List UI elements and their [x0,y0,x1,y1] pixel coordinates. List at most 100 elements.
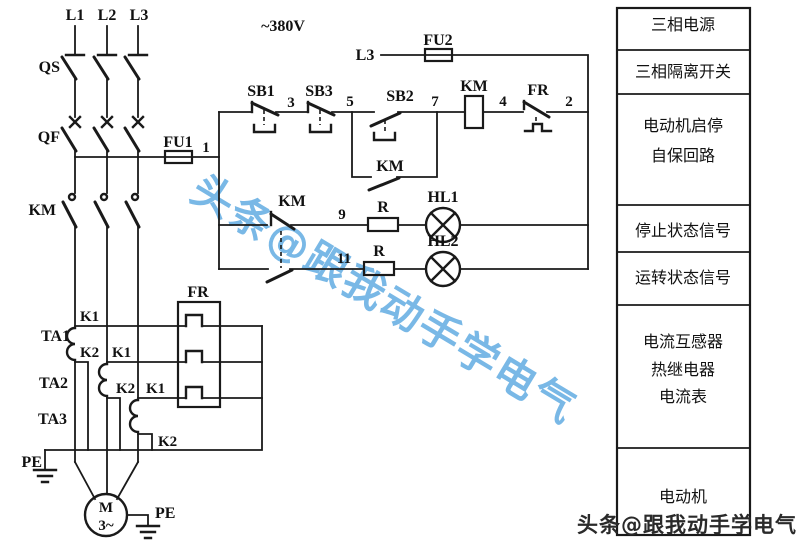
qs-blades [60,55,141,81]
km-main-blades [61,200,141,229]
terminal-7: 7 [431,94,439,110]
km-coil: KM [460,78,488,130]
label-ta1-k2: K2 [80,345,99,361]
label-fu1: FU1 [163,134,192,151]
earth-symbol-left [32,468,58,484]
sb1-plunger [252,123,277,134]
label-fr-heater: FR [187,284,209,301]
fu2-fuse: L3 FU2 [356,32,589,270]
sb3-plunger [308,123,333,134]
label-fu2: FU2 [423,32,452,49]
legend-row-dividers [616,49,751,449]
label-km-main: KM [28,202,56,219]
fr-heater-elements: FR [176,284,222,409]
legend-row-motor: 电动机 [659,487,707,506]
qf-circuit-breaker: QF [38,115,145,194]
ta3-coil [128,398,140,434]
ta2-coil [97,362,109,398]
fr-heater-box [176,300,222,409]
legend-row-power: 三相电源 [651,15,715,34]
sb2-plunger [372,131,397,142]
qf-cross-marks [68,115,145,129]
label-l1: L1 [66,7,85,24]
label-ta2-k2: K2 [116,381,135,397]
pe-ground-left: PE [22,449,58,484]
label-pe-left: PE [22,454,42,471]
motor: M 3~ PE [73,460,175,540]
terminal-2: 2 [565,94,573,110]
terminal-1: 1 [202,140,210,156]
fu2-fuse-body [423,47,454,63]
label-ta1: TA1 [41,328,70,345]
qf-blades [60,126,141,153]
fu1-fuse-body [163,149,194,165]
terminal-4: 4 [499,94,507,110]
qs-disconnector-switch: QS [39,53,149,118]
label-sb1: SB1 [247,83,275,100]
label-ta2-k1: K1 [112,345,131,361]
resistor-r1 [366,216,400,233]
motor-phase-mark: 3~ [98,518,114,534]
legend-row-thermal: 热继电器 [651,360,715,379]
legend-table: 三相电源 三相隔离开关 电动机启停 自保回路 停止状态信号 运转状态信号 电流互… [615,6,752,537]
legend-row-ct: 电流互感器 [643,332,723,351]
terminal-3: 3 [287,95,295,111]
label-ta1-k1: K1 [80,309,99,325]
label-sb2: SB2 [386,88,414,105]
control-circuit: ~380V SB1 3 SB3 5 SB2 7 [218,18,589,270]
label-pe-right: PE [155,505,175,522]
label-l2: L2 [98,7,117,24]
km-selfhold-contact: KM [351,111,438,192]
legend-row-ammeter: 电流表 [659,387,707,406]
label-hl1: HL1 [427,189,458,206]
km-main-contacts: KM [28,192,141,401]
sb2-start-button: SB2 [369,88,414,142]
fr-contact-actuator [523,122,553,133]
terminal-9: 9 [338,207,346,223]
earth-symbol-right [135,524,161,540]
label-l3: L3 [130,7,149,24]
label-r1: R [377,199,389,216]
legend-row-startstop-2: 自保回路 [651,146,715,165]
legend-row-stop-signal: 停止状态信号 [635,221,731,240]
label-qs: QS [39,59,60,76]
ta1-coil [65,326,77,362]
legend-row-isolator: 三相隔离开关 [635,62,731,81]
resistor-r2 [362,260,396,277]
label-r2: R [373,243,385,260]
label-ta2: TA2 [39,375,68,392]
label-ta3: TA3 [38,411,67,428]
label-qf: QF [38,129,60,146]
label-sb3: SB3 [305,83,333,100]
label-l3-tap: L3 [356,47,375,64]
current-transformers: TA1 TA2 TA3 K1 K2 K1 K2 K1 K2 FR [38,284,263,495]
km-nc-blade [269,212,296,231]
fu1-fuse: FU1 1 [74,134,220,165]
legend-row-run-signal: 运转状态信号 [635,268,731,287]
sb3-stop-button: SB3 [305,83,336,134]
lamp-hl2 [424,250,462,288]
label-ta3-k2: K2 [158,434,177,450]
label-km-coil: KM [460,78,488,95]
motor-letter: M [99,500,113,516]
legend-border [615,6,752,537]
km-no-blade [265,268,294,284]
legend-row-startstop-1: 电动机启停 [643,116,723,135]
label-fr-contact: FR [527,82,549,99]
signal-lamps: KM 9 R HL1 11 R HL2 [218,189,589,288]
km-coil-body [463,94,485,130]
label-km-signal: KM [278,193,306,210]
three-phase-supply: L1 L2 L3 [66,7,149,56]
fr-nc-contact: FR [522,82,553,133]
label-voltage: ~380V [261,18,305,35]
lamp-hl1 [424,206,462,244]
sb1-stop-button: SB1 [247,83,280,134]
label-hl2: HL2 [427,233,458,250]
bottom-watermark: 头条@跟我动手学电气 [577,513,797,537]
pe-ground-right: PE [126,505,175,540]
terminal-5: 5 [346,94,354,110]
label-ta3-k1: K1 [146,381,165,397]
